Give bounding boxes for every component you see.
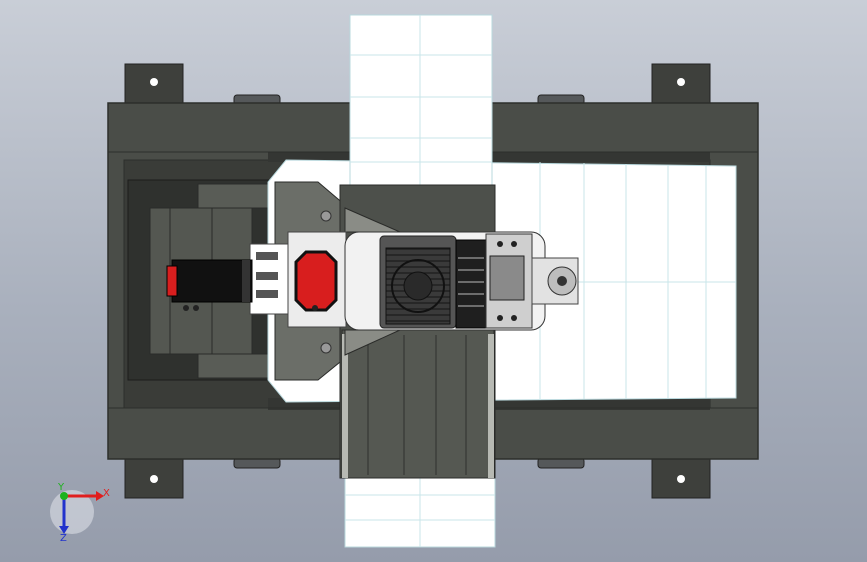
z-axis-arrowhead bbox=[59, 526, 69, 534]
servo-motor bbox=[166, 259, 318, 311]
mounting-foot-bottom-right bbox=[651, 457, 711, 499]
coordinate-triad[interactable]: X Y Z bbox=[50, 482, 110, 544]
saddle-bolts bbox=[320, 210, 332, 354]
spindle-head bbox=[344, 231, 546, 331]
rear-bracket bbox=[531, 257, 579, 305]
y-axis-marker bbox=[60, 492, 68, 500]
mounting-foot-bottom-left bbox=[124, 457, 184, 499]
y-axis-label: Y bbox=[57, 482, 65, 493]
y-axis-telescopic-cover bbox=[344, 14, 496, 548]
x-axis-arrowhead bbox=[96, 491, 104, 501]
z-axis-label: Z bbox=[60, 533, 67, 544]
mounting-foot-top-left bbox=[124, 63, 184, 105]
x-axis-label: X bbox=[103, 488, 110, 499]
coupling-housing bbox=[249, 231, 347, 328]
mounting-foot-top-right bbox=[651, 63, 711, 105]
